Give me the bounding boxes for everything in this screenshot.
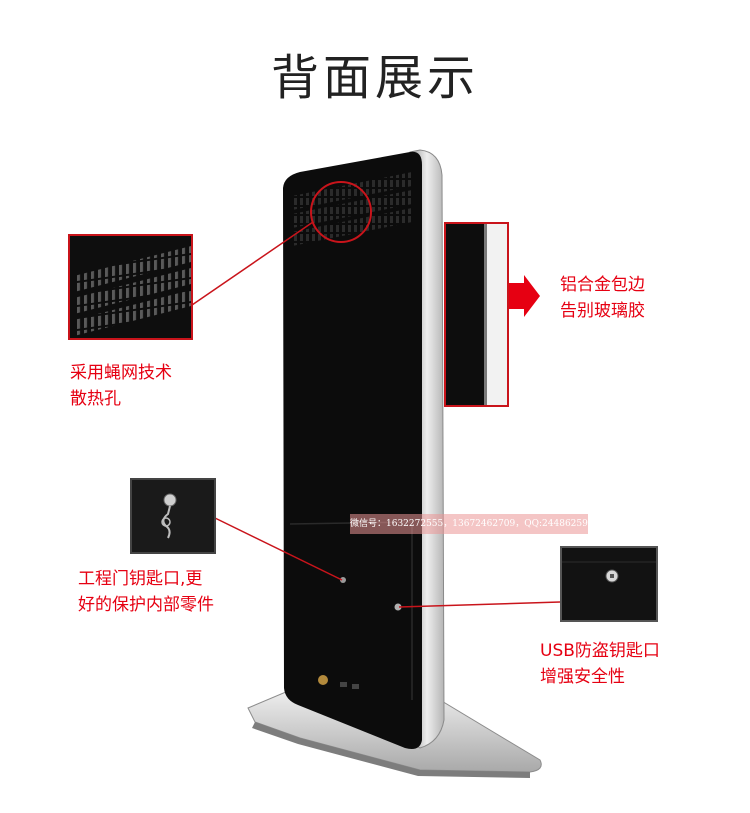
port-icon xyxy=(340,682,347,687)
door-lock-callout-text: 工程门钥匙口,更 好的保护内部零件 xyxy=(78,566,214,618)
edge-callout-text: 铝合金包边 告别玻璃胶 xyxy=(560,272,645,324)
vent-callout-line xyxy=(191,221,314,306)
edge-closeup-image xyxy=(446,224,507,405)
door-key-zoom-inset xyxy=(130,478,216,554)
door-key-closeup-image xyxy=(132,480,214,552)
vent-callout-line2: 散热孔 xyxy=(70,389,121,409)
usb-keyhole-icon xyxy=(394,603,402,611)
edge-zoom-inset xyxy=(444,222,509,407)
contact-watermark: 微信号：1632272555，13672462709，QQ:2448625997… xyxy=(350,514,588,534)
door-lock-callout-line1: 工程门钥匙口,更 xyxy=(78,569,203,589)
vent-grid xyxy=(292,172,412,246)
door-keyhole-icon xyxy=(340,577,346,583)
edge-callout-line2: 告别玻璃胶 xyxy=(560,301,645,321)
usb-callout-line xyxy=(398,601,561,608)
back-panel xyxy=(283,151,422,749)
usb-lock-callout-text: USB防盗钥匙口 增强安全性 xyxy=(540,638,660,690)
edge-callout-line1: 铝合金包边 xyxy=(560,275,645,295)
usb-lock-zoom-inset xyxy=(560,546,658,622)
usb-lock-callout-line2: 增强安全性 xyxy=(540,667,625,687)
port-icon xyxy=(352,684,359,689)
power-port-icon xyxy=(318,675,328,685)
door-callout-line xyxy=(214,517,343,581)
usb-lock-closeup-image xyxy=(562,548,656,620)
vent-callout-text: 采用蝇网技术 散热孔 xyxy=(70,360,172,412)
door-lock-callout-line2: 好的保护内部零件 xyxy=(78,595,214,615)
page-title: 背面展示 xyxy=(270,50,479,106)
vent-callout-line1: 采用蝇网技术 xyxy=(70,363,172,383)
arrow-right-icon xyxy=(506,275,540,317)
vent-highlight-circle xyxy=(310,181,372,243)
usb-lock-callout-line1: USB防盗钥匙口 xyxy=(540,641,660,661)
vent-zoom-inset xyxy=(68,234,193,340)
vent-closeup-image xyxy=(70,236,191,338)
